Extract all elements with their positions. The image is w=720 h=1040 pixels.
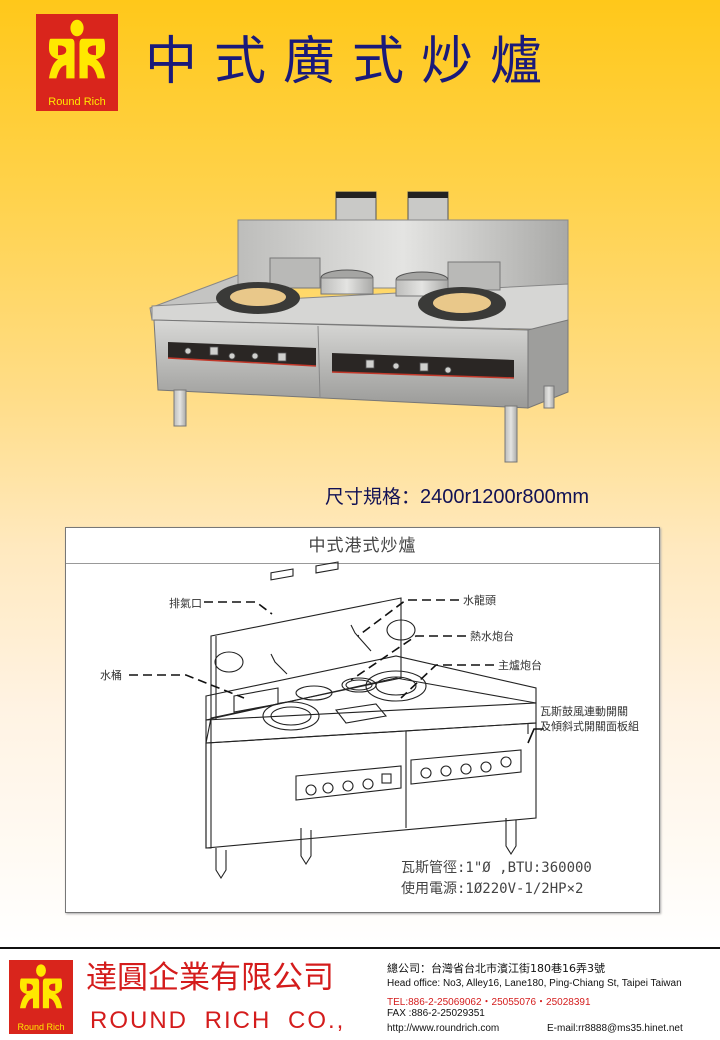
telephone: TEL:886-2-25069062・25055076・25028391 (387, 997, 591, 1008)
dimensions-label: 尺寸規格： (325, 486, 421, 508)
company-name-english: ROUND RICH CO., (90, 1007, 346, 1034)
email-link[interactable]: E-mail:rr8888@ms35.hinet.net (547, 1023, 683, 1034)
dimensions-value: 2400r1200r800mm (420, 486, 590, 508)
rr-logo-mark-icon (48, 19, 106, 79)
technical-drawing-panel: 中式港式炒爐 (65, 527, 660, 913)
page-title: 中式廣式炒爐 (145, 32, 560, 92)
callout-control-panel-line2: 及傾斜式開關面板組 (540, 720, 639, 733)
logo-brand-text: Round Rich (48, 96, 106, 108)
address-chinese: 總公司：台灣省台北市濱江街180巷16弄3號 (387, 962, 605, 975)
callout-water-bucket: 水桶 (100, 669, 122, 682)
spec-gas: 瓦斯管徑:1"Ø ,BTU:360000 (401, 860, 592, 876)
product-photo (149, 191, 569, 463)
spec-power: 使用電源:1Ø220V-1/2HP×2 (401, 881, 584, 897)
address-english: Head office: No3, Alley16, Lane180, Ping… (387, 978, 682, 989)
footer-round-rich-logo: Round Rich (9, 960, 73, 1034)
website-link[interactable]: http://www.roundrich.com (387, 1023, 500, 1034)
callout-faucet: 水龍頭 (463, 594, 496, 607)
callout-exhaust: 排氣口 (169, 597, 202, 610)
callout-control-panel-line1: 瓦斯鼓風連動開關 (540, 705, 628, 718)
callout-main-stove: 主爐炮台 (498, 659, 542, 672)
drawing-title: 中式港式炒爐 (66, 528, 659, 564)
callout-hot-water-stove: 熱水炮台 (470, 630, 514, 643)
fax: FAX :886-2-25029351 (387, 1008, 485, 1019)
company-name-chinese: 達圓企業有限公司 (86, 960, 334, 996)
logo-brand-text: Round Rich (17, 1022, 65, 1032)
stove-line-drawing (129, 561, 544, 880)
dimensions-spec: 尺寸規格：2400r1200r800mm (325, 482, 589, 509)
rr-logo-mark-icon (19, 964, 63, 1009)
round-rich-logo: Round Rich (36, 14, 118, 111)
footer-divider (0, 947, 720, 949)
